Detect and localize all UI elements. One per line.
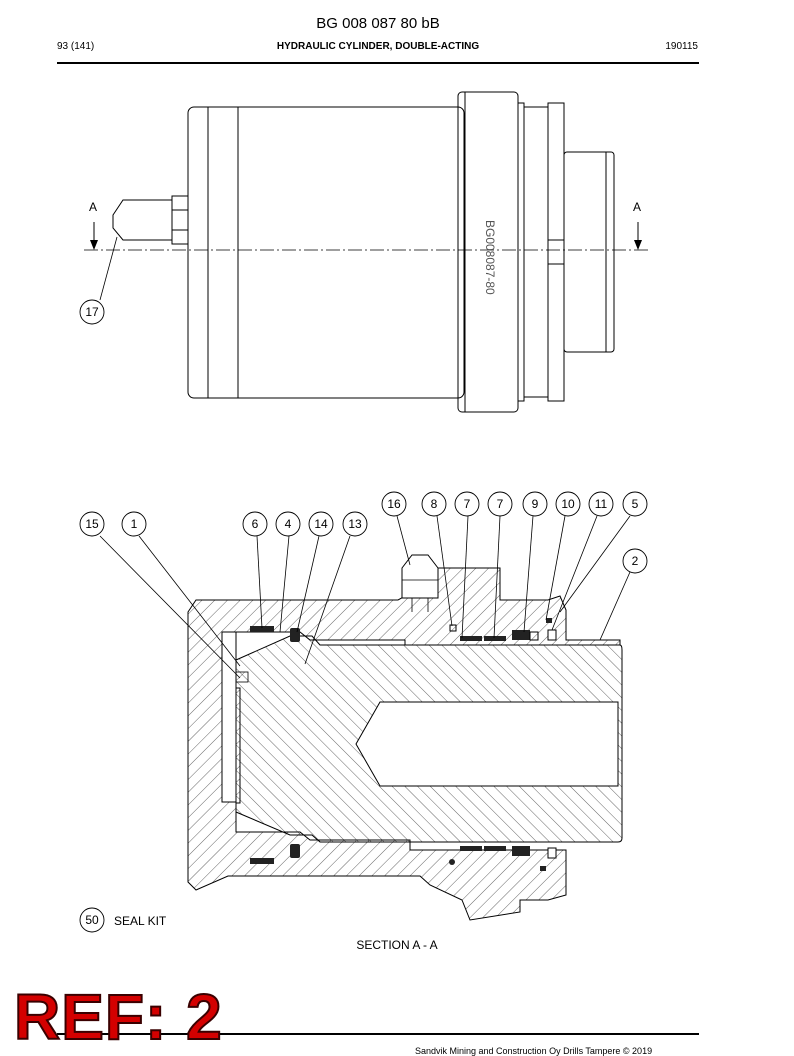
- date-code: 190115: [665, 41, 698, 52]
- callout-14: [308, 511, 334, 537]
- callout-label: 2: [632, 554, 639, 568]
- section-arrow-left: [90, 222, 98, 250]
- section-arrow-right: [634, 222, 642, 250]
- document-number: BG 008 087 80 bB: [316, 15, 440, 32]
- callout-8: [421, 491, 447, 517]
- callout-16: [381, 491, 407, 517]
- callout-7a: [454, 491, 480, 517]
- callout-9: [522, 491, 548, 517]
- callout-bubbles: [79, 491, 648, 933]
- footer-copyright: Sandvik Mining and Construction Oy Drill…: [415, 1046, 653, 1056]
- callout-7b: [487, 491, 513, 517]
- section-marker-left: A: [89, 200, 97, 214]
- footer-divider: [57, 1033, 699, 1035]
- page-title: HYDRAULIC CYLINDER, DOUBLE-ACTING: [276, 41, 480, 52]
- section-marker-right: A: [633, 200, 641, 214]
- callout-15: [79, 511, 105, 537]
- header-divider: [57, 62, 699, 64]
- callout-4: [275, 511, 301, 537]
- callout-label: 13: [348, 517, 362, 531]
- callout-label: 15: [85, 517, 99, 531]
- callout-50: [79, 907, 105, 933]
- callout-5: [622, 491, 648, 517]
- callout-17-label: 17: [85, 305, 99, 319]
- callout-label: 8: [431, 497, 438, 511]
- callout-label: 6: [252, 517, 259, 531]
- seal-kit-label: SEAL KIT: [114, 914, 167, 928]
- callout-17: [79, 299, 105, 325]
- callout-label: 16: [387, 497, 401, 511]
- callout-1: [121, 511, 147, 537]
- callout-2: [622, 548, 648, 574]
- section-caption: SECTION A - A: [356, 938, 437, 952]
- callout-17-leader: [99, 236, 118, 301]
- callout-label: 10: [561, 497, 575, 511]
- callout-label: 7: [464, 497, 471, 511]
- callout-label: 14: [314, 517, 328, 531]
- callout-label: 11: [595, 497, 608, 511]
- cylinder-exterior-view: [112, 91, 615, 413]
- callout-label: 4: [285, 517, 292, 531]
- vertical-part-code: BG008087-80: [483, 220, 497, 295]
- callout-10: [555, 491, 581, 517]
- seal-kit-number: 50: [85, 913, 99, 927]
- cylinder-section-view: [187, 554, 623, 921]
- callout-label: 1: [131, 517, 138, 531]
- callout-6: [242, 511, 268, 537]
- callout-label: 5: [632, 497, 639, 511]
- callout-label: 9: [532, 497, 539, 511]
- ref-stamp: REF: 2: [13, 981, 223, 1053]
- page-number: 93 (141): [57, 41, 95, 52]
- callout-13: [342, 511, 368, 537]
- callout-leaders: [99, 515, 631, 679]
- callout-11: [588, 491, 614, 517]
- callout-label: 7: [497, 497, 504, 511]
